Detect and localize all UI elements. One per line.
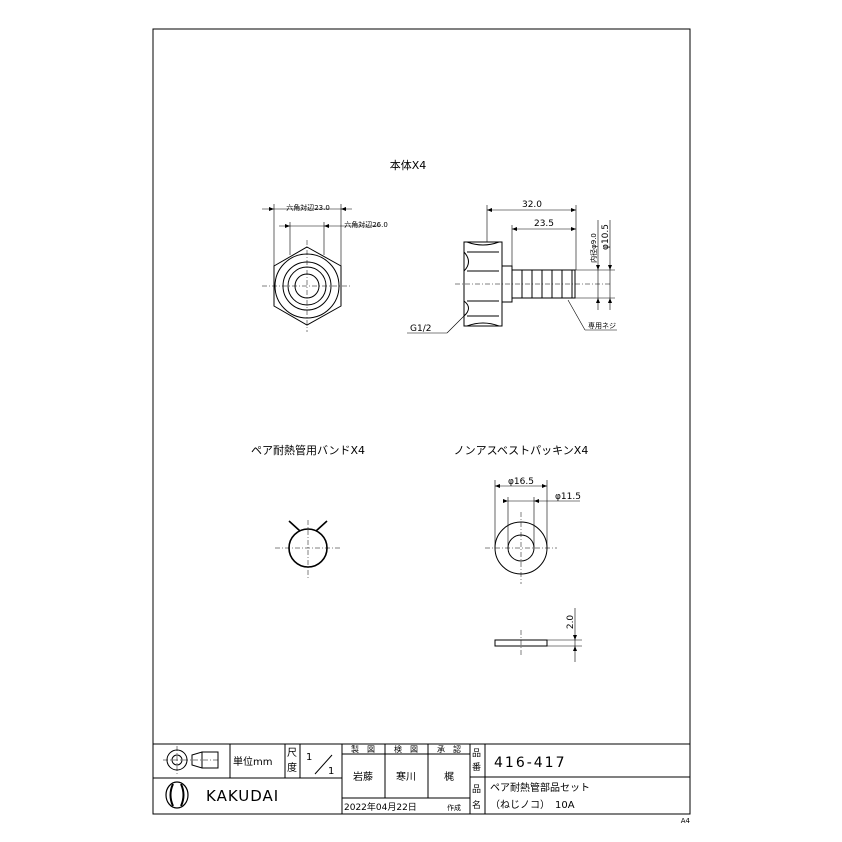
part-no-label-2: 番 [472,761,481,773]
part-name-line-2: （ねじノコ） 10A [490,799,575,811]
band-view [275,520,341,580]
title-block [152,743,691,815]
part-name-label-1: 品 [472,784,481,795]
packing-id-label: φ11.5 [555,492,581,502]
packing-front-view [485,480,580,584]
hex-front-view [262,204,380,332]
date-suffix: 作成 [447,803,461,812]
name-checker: 寒川 [396,770,416,783]
outer-dia-label: φ10.5 [601,224,611,250]
date: 2022年04月22日 [344,801,417,813]
scale-label-2: 度 [287,761,297,774]
inner-dia-label: 内径φ9.0 [589,233,598,263]
role-approver: 承 認 [437,744,461,754]
scale-label-1: 尺 [287,747,297,759]
packing-title: ノンアスベストパッキンX4 [454,444,589,457]
scale-num: 1 [306,752,312,763]
body-side-view [407,205,617,334]
role-checker: 検 図 [394,744,418,754]
part-name-label-2: 名 [472,799,481,811]
length-nipple-label: 23.5 [534,219,554,229]
name-approver: 梶 [444,770,454,783]
role-drafter: 製 図 [351,744,375,754]
kakudai-logo [165,781,189,809]
packing-od-label: φ16.5 [508,477,534,487]
thread-label: G1/2 [410,324,431,334]
part-number: 416-417 [494,755,567,771]
body-title: 本体X4 [390,158,427,172]
name-drafter: 岩藤 [353,770,373,783]
hex-across-flats-label: 六角対辺23.0 [286,203,330,212]
unit-label: 単位mm [233,755,272,768]
part-name-line-1: ペア耐熱管部品セット [490,781,590,794]
drawing-frame [152,28,691,815]
brand-name: KAKUDAI [206,787,279,805]
scale-den: 1 [328,766,334,777]
length-total-label: 32.0 [522,200,542,210]
paper-size: A4 [681,817,691,825]
tube-thread-label: 専用ネジ [588,321,616,330]
band-title: ペア耐熱管用バンドX4 [251,443,365,457]
part-no-label-1: 品 [472,748,481,759]
packing-side-view [494,608,582,662]
hex-across-flats-2-label: 六角対辺26.0 [344,220,388,229]
packing-thickness-label: 2.0 [566,615,576,630]
